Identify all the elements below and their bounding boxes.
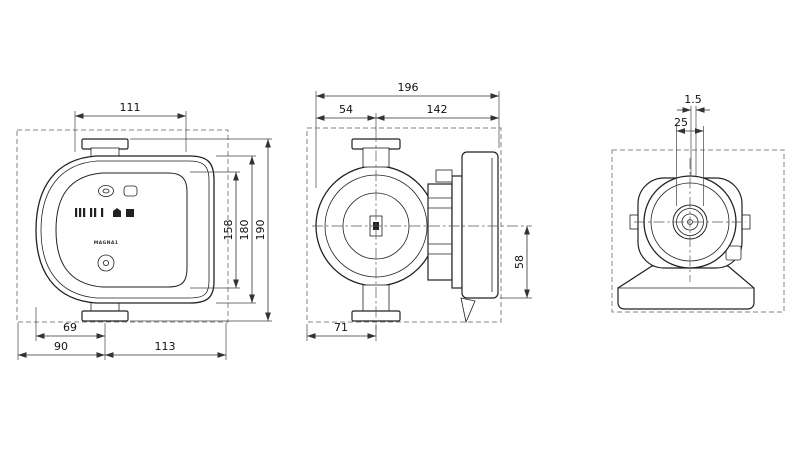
terminal-connector: [435, 169, 453, 183]
front-view: MAGNA1 111 158 180 190: [16, 101, 272, 360]
pump-body-front: [35, 155, 215, 304]
dim-front-depth: 71: [334, 321, 348, 334]
pump-body-inner-line: [40, 160, 210, 299]
clip-detail: [460, 297, 476, 324]
control-face-panel: [55, 172, 188, 288]
dim-body-height: 180: [238, 220, 251, 241]
top-flange-front: [81, 138, 129, 150]
led-bar: [90, 208, 93, 217]
vent-plug-icon: [98, 185, 114, 197]
stator-housing: [427, 183, 453, 281]
radiator-mode-icon: [126, 209, 134, 217]
dim-base-offset: 69: [63, 321, 77, 334]
dim-front-length: 54: [339, 103, 353, 116]
control-button: [97, 254, 115, 272]
brand-label: MAGNA1: [94, 240, 119, 246]
dim-overall-height: 190: [254, 220, 267, 241]
heating-mode-icon: [113, 208, 121, 217]
led-bar: [94, 208, 97, 217]
control-box: [461, 151, 499, 299]
side-view: 196 54 142 58 71: [306, 81, 532, 341]
dim-axis-to-base: 58: [513, 255, 526, 269]
end-view-dimensions: 1.5 25: [674, 93, 710, 206]
face-details: MAGNA1: [75, 185, 138, 272]
end-view: 1.5 25: [611, 93, 785, 313]
control-button-center: [103, 259, 110, 266]
insulation-shell-outline-side: [306, 127, 502, 323]
vent-plug-center: [102, 188, 110, 194]
plug-detail: [725, 245, 742, 261]
dim-face-height: 158: [222, 220, 235, 241]
dim-base-right: 113: [155, 340, 176, 353]
front-view-dimensions: 111 158 180 190 69 90 11: [17, 101, 272, 360]
terminal-base: [617, 265, 755, 310]
dim-clearance: 1.5: [684, 93, 702, 106]
led-bar: [79, 208, 82, 217]
led-bar: [75, 208, 78, 217]
dim-overall-length: 196: [398, 81, 419, 94]
dim-base-left: 90: [54, 340, 68, 353]
led-bar: [101, 208, 104, 217]
insulation-shell-outline-front: [16, 129, 229, 323]
display-window: [123, 185, 138, 197]
status-led-icons: [75, 208, 104, 217]
dim-rear-length: 142: [427, 103, 448, 116]
side-view-dimensions: 196 54 142 58 71: [306, 81, 532, 341]
mode-icons: [113, 208, 134, 217]
insulation-shell-outline-end: [611, 149, 785, 313]
bottom-flange-front: [81, 310, 129, 322]
led-bar: [83, 208, 86, 217]
dim-port-width: 25: [674, 116, 688, 129]
dim-front-width: 111: [120, 101, 141, 114]
clamp-ring: [451, 175, 463, 289]
